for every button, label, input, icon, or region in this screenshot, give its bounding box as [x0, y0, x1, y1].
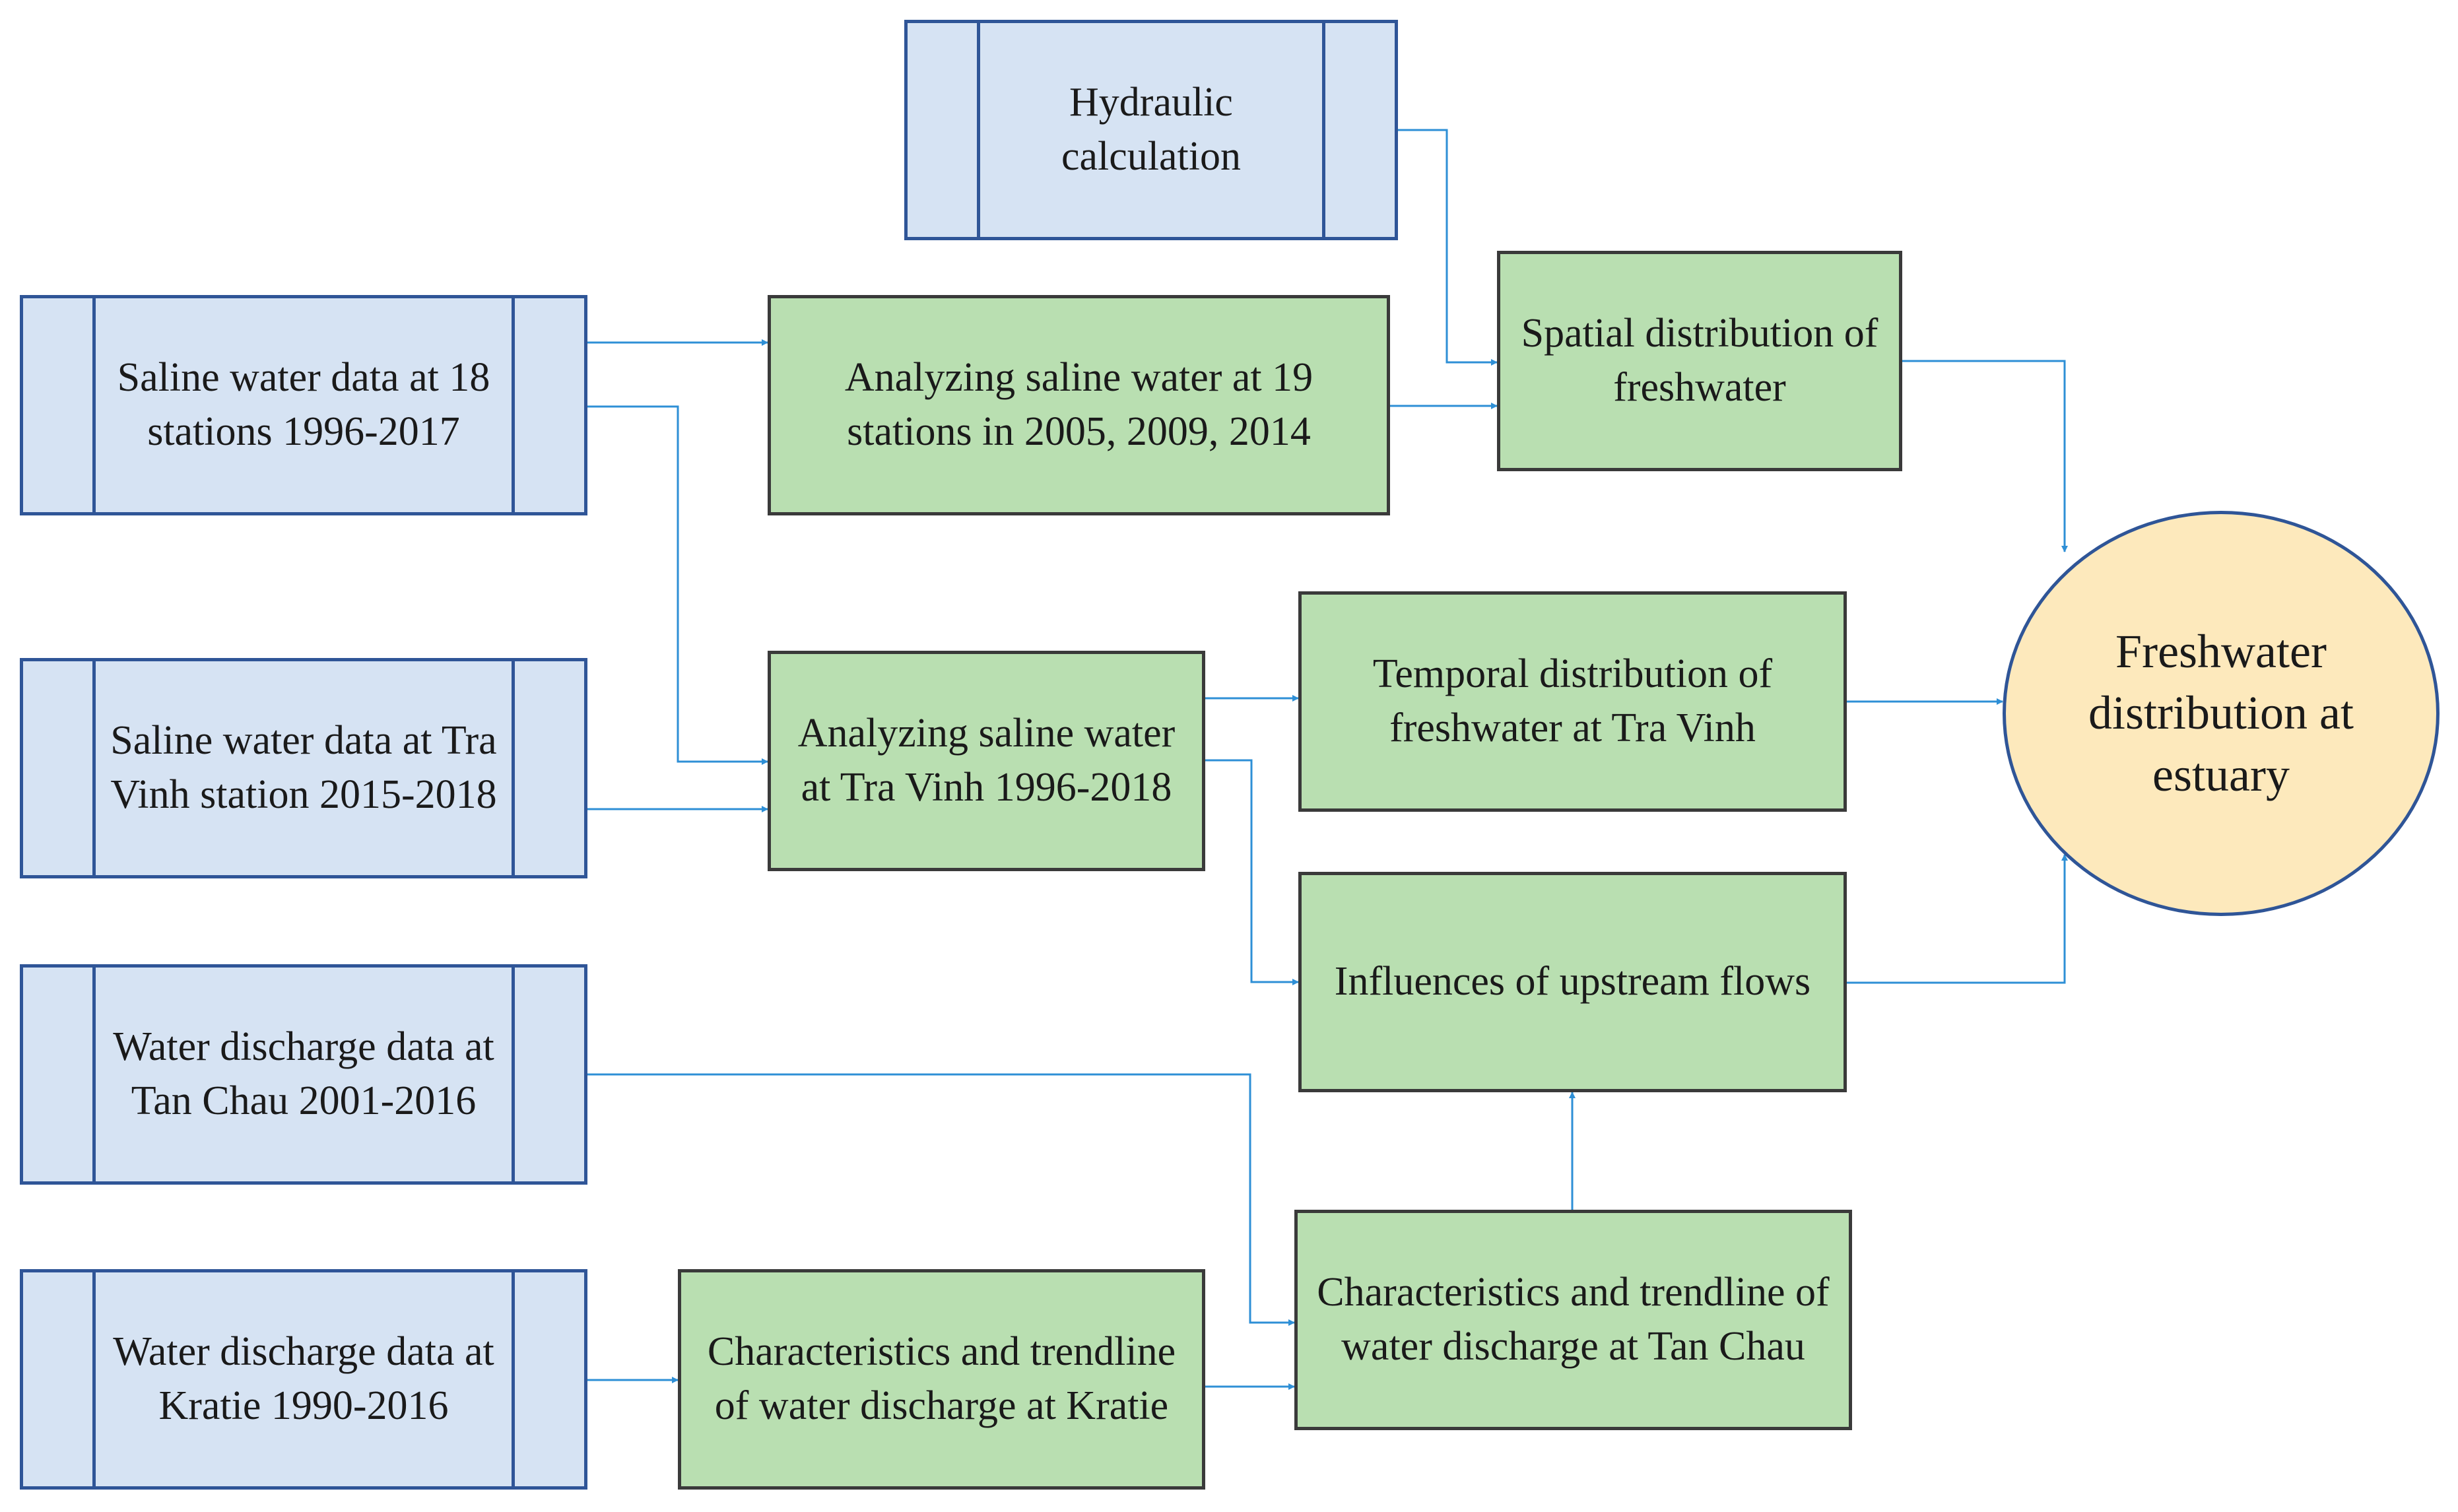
- saline-data-18-stations-box: Saline water data at 18 stations 1996-20…: [20, 295, 587, 515]
- arrow-hydraulic-to-spatial: [1398, 129, 1498, 366]
- spatial-distribution-box: Spatial distribution of freshwater: [1497, 251, 1902, 471]
- upstream-flows-box: Influences of upstream flows: [1298, 872, 1847, 1092]
- characteristics-kratie-label: Characteristics and trendline of water d…: [707, 1329, 1176, 1428]
- saline-data-tra-vinh-box: Saline water data at Tra Vinh station 20…: [20, 658, 587, 878]
- discharge-data-tan-chau-label: Water discharge data at Tan Chau 2001-20…: [113, 1024, 494, 1123]
- spatial-distribution-label: Spatial distribution of freshwater: [1521, 311, 1878, 410]
- characteristics-kratie-box: Characteristics and trendline of water d…: [678, 1269, 1205, 1490]
- hydraulic-calculation-label: Hydraulic calculation: [1061, 80, 1241, 179]
- saline-data-18-stations-label: Saline water data at 18 stations 1996-20…: [117, 355, 490, 454]
- freshwater-distribution-label: Freshwater distribution at estuary: [2088, 624, 2354, 801]
- characteristics-tan-chau-label: Characteristics and trendline of water d…: [1317, 1270, 1830, 1369]
- analyze-tra-vinh-label: Analyzing saline water at Tra Vinh 1996-…: [797, 711, 1176, 810]
- analyze-tra-vinh-box: Analyzing saline water at Tra Vinh 1996-…: [768, 651, 1205, 871]
- arrow-saline18-to-analyzetv: [587, 405, 768, 765]
- analyze-19-stations-label: Analyzing saline water at 19 stations in…: [844, 355, 1313, 454]
- freshwater-distribution-circle: Freshwater distribution at estuary: [2003, 511, 2440, 916]
- temporal-distribution-box: Temporal distribution of freshwater at T…: [1298, 591, 1847, 812]
- hydraulic-calculation-box: Hydraulic calculation: [904, 20, 1398, 240]
- discharge-data-kratie-label: Water discharge data at Kratie 1990-2016: [113, 1329, 494, 1428]
- discharge-data-kratie-box: Water discharge data at Kratie 1990-2016: [20, 1269, 587, 1490]
- discharge-data-tan-chau-box: Water discharge data at Tan Chau 2001-20…: [20, 964, 587, 1185]
- upstream-flows-label: Influences of upstream flows: [1334, 959, 1811, 1004]
- temporal-distribution-label: Temporal distribution of freshwater at T…: [1372, 651, 1773, 750]
- characteristics-tan-chau-box: Characteristics and trendline of water d…: [1294, 1210, 1852, 1430]
- arrow-spatial-to-result: [1902, 360, 2068, 552]
- saline-data-tra-vinh-label: Saline water data at Tra Vinh station 20…: [110, 718, 497, 817]
- analyze-19-stations-box: Analyzing saline water at 19 stations in…: [768, 295, 1390, 515]
- arrow-discharge-tc-to-char-tanchau: [587, 1073, 1295, 1326]
- arrow-upstream-to-result: [1847, 854, 2068, 984]
- arrow-analyzetv-to-upstream: [1205, 759, 1299, 985]
